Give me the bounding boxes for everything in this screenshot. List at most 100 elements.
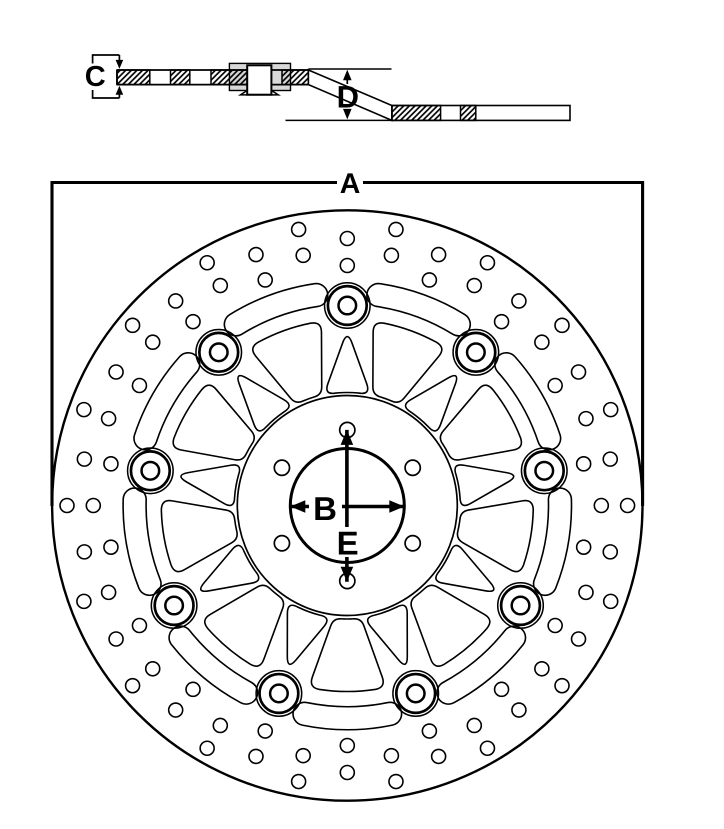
bobbin-pocket-outline: [150, 581, 198, 630]
outer-diameter-gauge-box: [50, 180, 645, 506]
band-drill-hole: [76, 401, 92, 418]
band-drill-hole: [421, 723, 438, 739]
mounting-bolt-hole: [404, 534, 422, 552]
band-drill-hole: [570, 631, 587, 647]
band-drill-hole: [578, 584, 594, 601]
band-drill-hole: [100, 410, 117, 427]
band-drill-hole: [547, 377, 563, 394]
section-band-outline: [116, 69, 309, 86]
band-drill-hole: [257, 723, 274, 739]
bobbin-rivet-hole: [405, 683, 426, 704]
section-view: [91, 54, 571, 122]
band-drill-hole: [295, 747, 311, 764]
front-view: [50, 209, 644, 802]
bobbin-rivet-hole: [140, 460, 161, 481]
band-drill-hole: [575, 456, 592, 472]
carrier-window-cutout: [310, 618, 385, 693]
mounting-bolt-hole: [404, 459, 422, 477]
band-drill-hole: [199, 740, 215, 757]
label-offset-D: D: [337, 80, 359, 115]
band-drill-hole: [131, 377, 148, 394]
band-drill-hole: [199, 254, 215, 271]
band-drill-hole: [619, 497, 636, 514]
carrier-spoke-cutout: [237, 374, 290, 432]
mounting-bolt-hole: [273, 459, 291, 477]
carrier-spoke-cutout: [366, 604, 409, 666]
band-drill-hole: [59, 497, 75, 514]
section-band-hatch: [116, 69, 151, 86]
bobbin-pocket-outline: [255, 669, 303, 717]
bobbin-rivet-hole: [510, 595, 531, 616]
band-drill-hole: [144, 334, 161, 351]
band-carrier-float-slot: [292, 701, 403, 731]
band-drill-hole: [602, 544, 619, 560]
bobbin-pocket-outline: [323, 281, 371, 330]
bobbin-rivet-hole: [268, 683, 289, 704]
band-drill-hole: [339, 764, 356, 781]
bore-arrow-left: [290, 500, 306, 513]
band-drill-hole: [100, 584, 117, 601]
dimension-callouts: A B C D E: [50, 61, 645, 582]
band-carrier-float-slot: [122, 487, 162, 597]
band-drill-hole: [493, 681, 510, 698]
thickness-bracket: [91, 54, 121, 99]
section-band-hatch: [210, 69, 248, 86]
band-drill-hole: [103, 539, 119, 555]
carrier-window-cutout: [172, 384, 256, 461]
carrier-spoke-cutout: [454, 464, 515, 507]
band-drill-hole: [290, 773, 307, 790]
band-drill-hole: [85, 497, 102, 514]
band-drill-hole: [76, 544, 93, 560]
band-drill-hole: [167, 293, 184, 309]
band-drill-hole: [248, 748, 264, 765]
band-drill-hole: [578, 410, 594, 427]
band-drill-hole: [593, 497, 610, 514]
bobbin-pocket-outline: [126, 447, 174, 495]
band-drill-hole: [144, 660, 161, 677]
band-drill-hole: [388, 773, 404, 790]
section-carrier-hatch: [391, 104, 442, 122]
label-outer-diameter-A: A: [340, 168, 361, 200]
band-drill-hole: [421, 272, 438, 288]
band-drill-hole: [212, 717, 229, 734]
band-drill-hole: [554, 677, 570, 694]
bolt-circle-arrow-bottom: [340, 566, 354, 582]
thickness-arrow-top: [115, 59, 124, 69]
band-drill-hole: [124, 317, 141, 334]
band-drill-hole: [575, 539, 592, 555]
band-drill-hole: [185, 313, 201, 330]
band-drill-hole: [466, 277, 483, 294]
carrier-spoke-cutout: [435, 544, 495, 592]
carrier-spoke-cutout: [199, 544, 260, 592]
bore-arrow-right: [389, 500, 405, 513]
band-drill-hole: [108, 364, 124, 380]
section-carrier-hatch: [459, 104, 477, 122]
offset-arrow-bottom: [343, 108, 352, 120]
carrier-spoke-cutout: [180, 464, 241, 507]
band-drill-hole: [493, 313, 510, 330]
band-drill-hole: [383, 247, 400, 264]
carrier-spoke-cutout: [404, 374, 458, 432]
band-drill-hole: [547, 617, 563, 634]
section-band-hatch: [281, 69, 310, 86]
band-drill-hole: [511, 293, 527, 309]
bobbin-pocket-outline: [392, 669, 440, 717]
bobbin-rivet-hole: [164, 595, 185, 616]
thickness-arrow-bottom: [115, 85, 124, 95]
band-drill-hole: [479, 254, 496, 271]
band-drill-hole: [131, 617, 148, 634]
band-drill-hole: [339, 257, 356, 274]
carrier-window-cutout: [160, 499, 238, 573]
band-drill-hole: [430, 246, 447, 263]
offset-arrow-top: [343, 69, 352, 81]
band-drill-hole: [248, 246, 264, 263]
bobbin-rivet-hole: [534, 460, 555, 481]
band-drill-hole: [430, 748, 447, 765]
section-carrier-outline: [391, 104, 571, 122]
band-drill-hole: [383, 747, 400, 764]
carrier-spoke-cutout: [286, 604, 328, 666]
band-drill-hole: [103, 456, 119, 472]
band-drill-hole: [511, 702, 527, 718]
band-drill-hole: [534, 660, 550, 677]
